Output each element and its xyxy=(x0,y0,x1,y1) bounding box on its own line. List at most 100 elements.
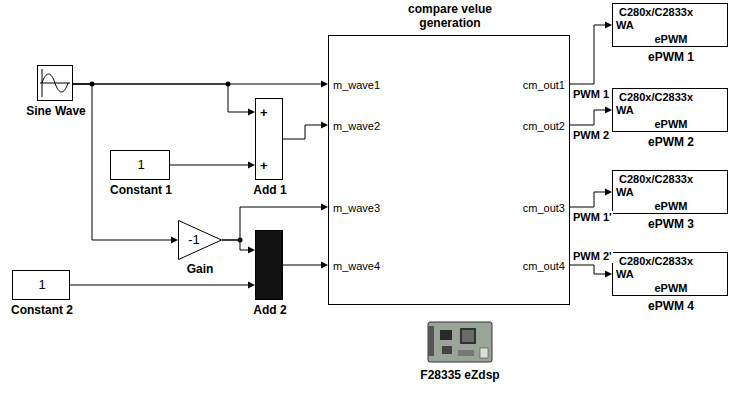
arrowhead xyxy=(248,109,255,116)
signal-name: PWM 2 xyxy=(572,129,610,142)
block-kind: ePWM xyxy=(613,33,729,46)
signal-wire xyxy=(70,282,255,289)
sine-block: Sine Wave xyxy=(37,65,73,101)
port-label: WA xyxy=(616,268,634,281)
block-type: C280x/C2833x xyxy=(619,173,693,186)
signal-wire xyxy=(570,189,612,208)
signal-wire xyxy=(570,22,612,85)
gain-triangle xyxy=(178,220,222,260)
port-label: m_wave1 xyxy=(333,78,380,92)
wire-line xyxy=(570,192,606,207)
signal-wire xyxy=(283,262,328,269)
block-name: Sine Wave xyxy=(18,104,94,118)
block-name: Add 1 xyxy=(240,183,300,197)
wire-line xyxy=(283,125,322,139)
wire-line xyxy=(283,265,322,266)
signal-wire xyxy=(222,240,255,254)
block-name: ePWM 4 xyxy=(613,299,729,313)
port-label: WA xyxy=(616,186,634,199)
sum-block: Add 2 xyxy=(255,230,283,300)
block-name: compare velue generation xyxy=(400,2,500,30)
port-label: m_wave3 xyxy=(333,201,380,215)
junction-dots xyxy=(90,82,243,243)
block-name: Add 2 xyxy=(240,303,300,317)
signal-name: PWM 1 xyxy=(572,88,610,101)
port-label: m_wave4 xyxy=(333,259,380,273)
wire-line xyxy=(570,25,606,84)
pwm-block: C280x/C2833xWAePWMePWM 1 xyxy=(612,3,728,47)
port-label: cm_out4 xyxy=(523,259,565,273)
port-label: WA xyxy=(616,104,634,117)
wire-line xyxy=(170,165,249,166)
port-label: cm_out1 xyxy=(523,78,565,92)
chip xyxy=(440,330,452,340)
block-type: C280x/C2833x xyxy=(619,91,693,104)
edge-connector xyxy=(428,326,434,356)
signal-wire xyxy=(570,265,612,278)
block-type: C280x/C2833x xyxy=(619,6,693,19)
arrowhead xyxy=(605,107,612,114)
port-label: WA xyxy=(616,19,634,32)
wire-line xyxy=(73,84,249,112)
block-name: ePWM 1 xyxy=(613,50,729,64)
header xyxy=(458,350,474,356)
sine-icon xyxy=(40,69,70,97)
arrowhead xyxy=(605,189,612,196)
junction-dot xyxy=(90,82,95,87)
sine-curve xyxy=(42,74,68,92)
wire-line xyxy=(570,110,606,125)
arrowhead xyxy=(321,204,328,211)
socket xyxy=(480,348,488,358)
signal-wire xyxy=(73,84,178,244)
block-value: 1 xyxy=(13,277,71,293)
arrowhead xyxy=(248,282,255,289)
pwm-block: C280x/C2833xWAePWMePWM 3 xyxy=(612,170,728,214)
block-name: ePWM 2 xyxy=(613,135,729,149)
junction-dot xyxy=(238,238,243,243)
signal-wire xyxy=(170,162,255,169)
wire-line xyxy=(70,285,249,286)
junction-dot xyxy=(226,82,231,87)
block-value: -1 xyxy=(181,232,207,248)
wire-line xyxy=(222,240,249,250)
arrowhead xyxy=(605,22,612,29)
block-kind: ePWM xyxy=(613,200,729,213)
subsystem-block: compare velue generationm_wave1m_wave2m_… xyxy=(328,35,570,305)
block-name: Gain xyxy=(170,262,230,276)
block-type: C280x/C2833x xyxy=(619,255,693,268)
pwm-block: C280x/C2833xWAePWMePWM 2 xyxy=(612,88,728,132)
pcb xyxy=(428,322,492,362)
chip-die xyxy=(462,330,474,342)
arrowhead xyxy=(321,122,328,129)
wire-line xyxy=(73,84,172,240)
pwm-block: C280x/C2833xWAePWMePWM 4 xyxy=(612,252,728,296)
signal-wire xyxy=(283,122,328,140)
signal-name: PWM 2' xyxy=(572,250,613,263)
signal-name: PWM 1' xyxy=(572,211,613,224)
block-kind: ePWM xyxy=(613,118,729,131)
board-block: F28335 eZdsp xyxy=(425,318,495,366)
block-name: Constant 2 xyxy=(3,303,81,317)
port-label: cm_out2 xyxy=(523,119,565,133)
block-name: Constant 1 xyxy=(96,183,186,197)
signal-wire xyxy=(73,84,255,116)
block-kind: ePWM xyxy=(613,282,729,295)
arrowhead xyxy=(248,162,255,169)
wire-line xyxy=(570,265,606,274)
sign-symbol: + xyxy=(260,159,268,173)
signal-wire xyxy=(570,107,612,126)
block-value: 1 xyxy=(111,157,171,173)
gain-block: -1Gain xyxy=(178,220,222,260)
sign-symbol: + xyxy=(260,106,268,120)
arrowhead xyxy=(605,271,612,278)
arrowhead xyxy=(321,262,328,269)
arrowhead xyxy=(248,247,255,254)
arrowhead xyxy=(321,81,328,88)
arrowhead xyxy=(171,237,178,244)
constant-block: 1Constant 1 xyxy=(110,150,170,180)
board-icon xyxy=(428,322,492,362)
triangle-outline xyxy=(179,221,222,260)
port-label: m_wave2 xyxy=(333,119,380,133)
block-name: F28335 eZdsp xyxy=(405,368,515,382)
